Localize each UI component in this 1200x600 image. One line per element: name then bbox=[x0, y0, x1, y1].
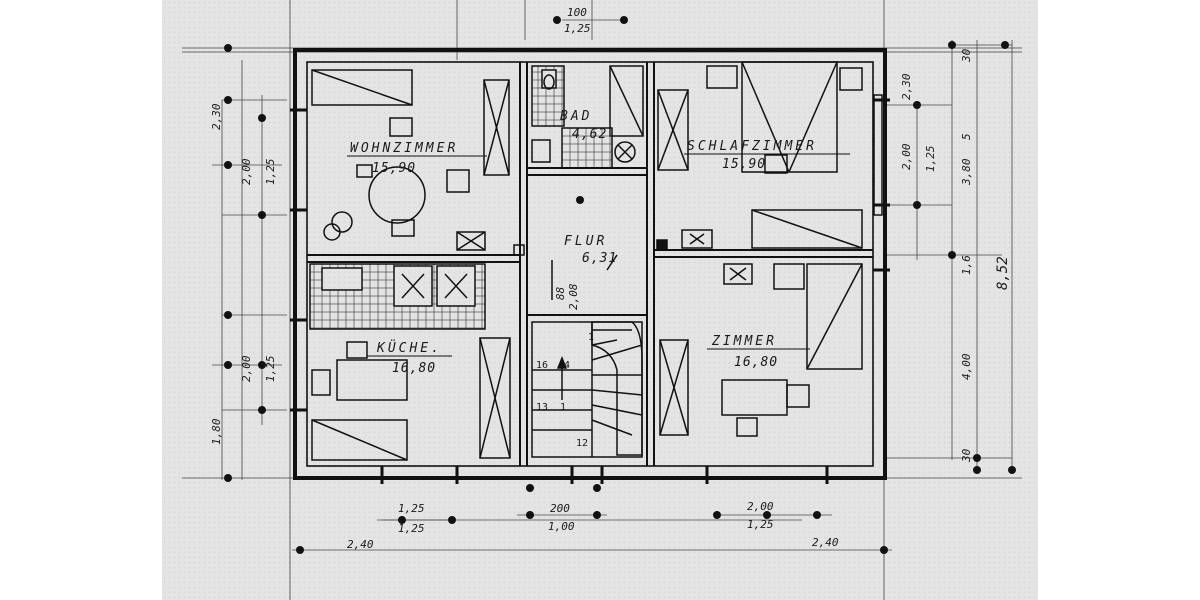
paper-texture bbox=[162, 0, 1038, 600]
floor-plan: WOHNZIMMER 15,90 BAD 4,62 SCHLAFZIMMER 1… bbox=[162, 0, 1038, 600]
blueprint-sheet: WOHNZIMMER 15,90 BAD 4,62 SCHLAFZIMMER 1… bbox=[162, 0, 1038, 600]
